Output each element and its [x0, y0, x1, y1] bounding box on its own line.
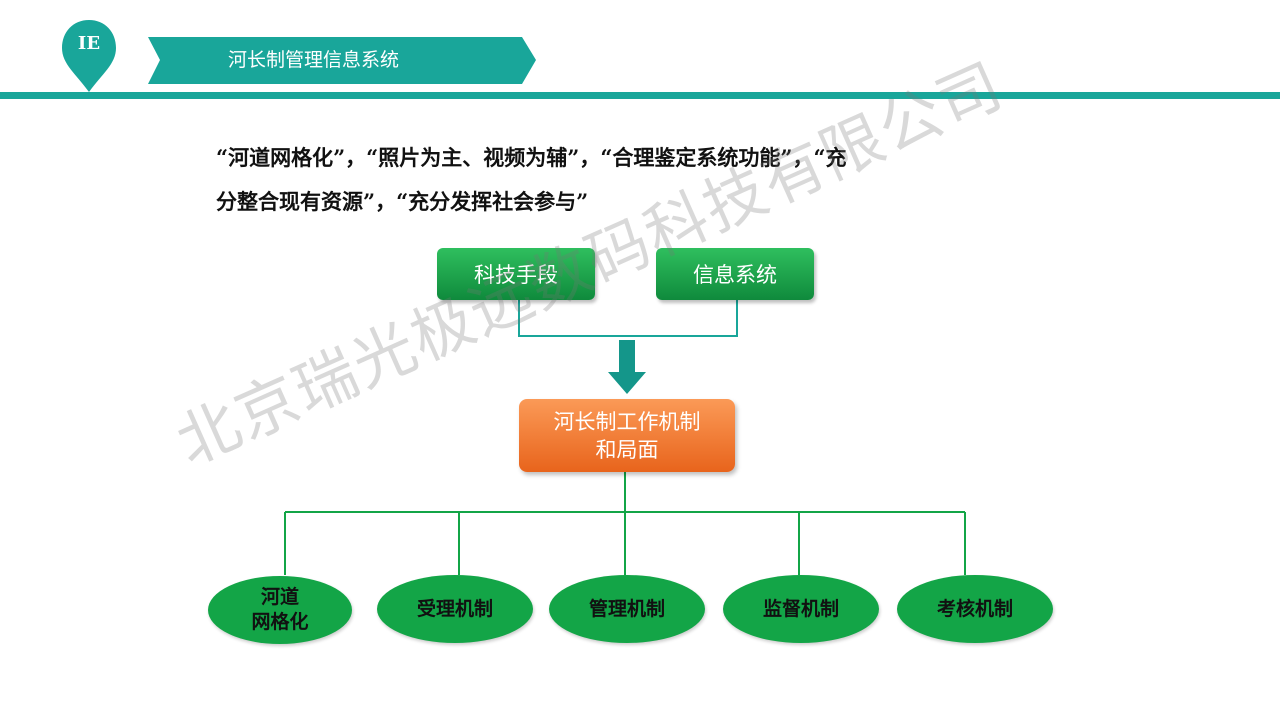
- input-box-info-system-label: 信息系统: [693, 263, 777, 287]
- input-box-tech-label: 科技手段: [474, 263, 558, 287]
- mechanism-acceptance-label: 受理机制: [416, 597, 493, 620]
- center-box-line-1: 河长制工作机制: [553, 409, 701, 434]
- header-divider: [0, 92, 1280, 99]
- mechanism-acceptance: 受理机制: [377, 575, 533, 643]
- mechanism-assessment-label: 考核机制: [936, 597, 1013, 620]
- intro-line-2: 分整合现有资源”，“充分发挥社会参与”: [216, 189, 589, 214]
- center-box: 河长制工作机制 和局面: [519, 399, 735, 472]
- mechanism-management-label: 管理机制: [588, 597, 665, 620]
- input-box-tech: 科技手段: [437, 248, 595, 300]
- intro-line-1: “河道网格化”，“照片为主、视频为辅”，“合理鉴定系统功能”，“充: [216, 145, 847, 170]
- mechanism-management: 管理机制: [549, 575, 705, 643]
- logo-label: IE: [77, 33, 101, 54]
- input-box-info-system: 信息系统: [656, 248, 814, 300]
- down-arrow-icon: [608, 340, 646, 394]
- center-box-line-2: 和局面: [595, 437, 659, 462]
- page-title: 河长制管理信息系统: [228, 49, 400, 71]
- mechanism-supervision: 监督机制: [723, 575, 879, 643]
- mechanism-supervision-label: 监督机制: [762, 597, 839, 620]
- intro-text: “河道网格化”，“照片为主、视频为辅”，“合理鉴定系统功能”，“充 分整合现有资…: [216, 136, 1046, 224]
- mechanism-assessment: 考核机制: [897, 575, 1053, 643]
- location-pin-icon: [62, 20, 116, 92]
- mechanism-grid-label: 河道 网格化: [251, 586, 309, 633]
- mechanism-grid: 河道 网格化: [208, 576, 352, 644]
- title-banner: [148, 37, 536, 84]
